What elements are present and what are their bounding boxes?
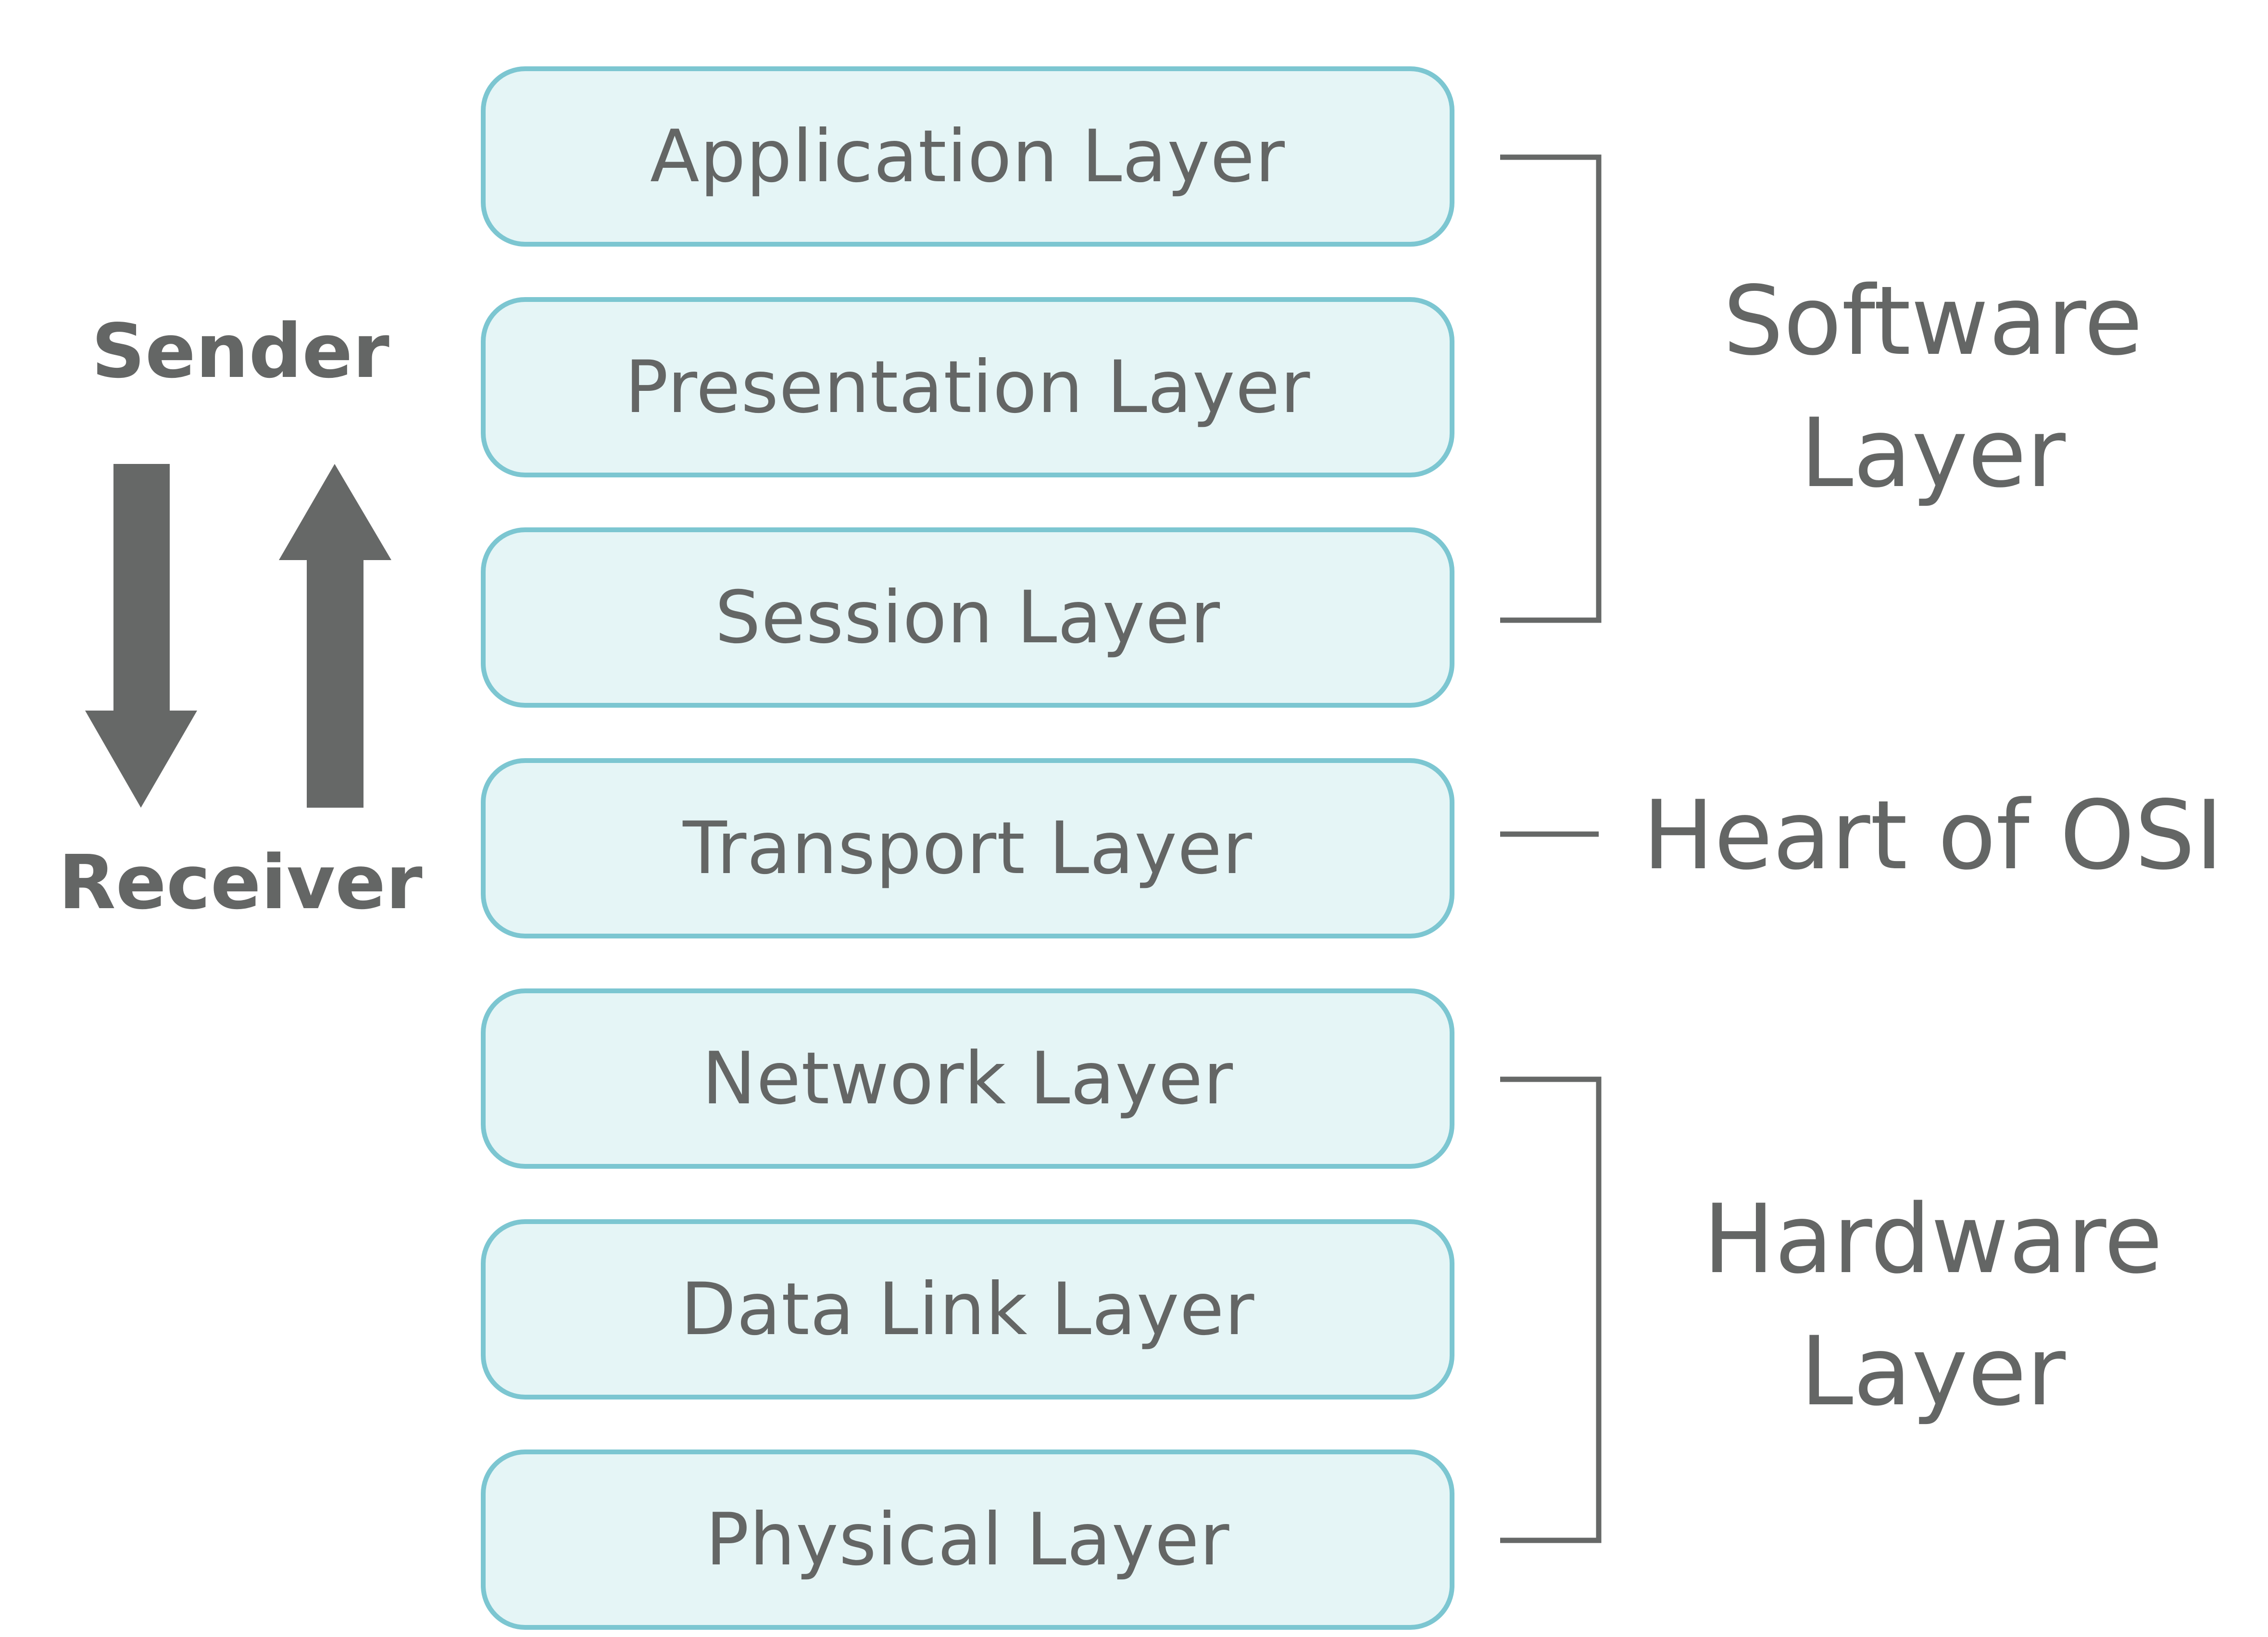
hardware-line2: Layer xyxy=(1800,1316,2066,1427)
layer-data-link: Data Link Layer xyxy=(481,1219,1454,1400)
layer-session: Session Layer xyxy=(481,527,1454,708)
software-bracket xyxy=(1500,154,1602,623)
layer-network: Network Layer xyxy=(481,988,1454,1169)
hardware-bracket xyxy=(1500,1076,1602,1543)
layer-label: Data Link Layer xyxy=(680,1267,1255,1351)
sender-label: Sender xyxy=(91,308,389,395)
heart-of-osi-label: Heart of OSI xyxy=(1620,769,2245,901)
layer-presentation: Presentation Layer xyxy=(481,297,1454,477)
software-line1: Software xyxy=(1723,265,2143,376)
layer-label: Physical Layer xyxy=(705,1498,1230,1582)
hardware-line1: Hardware xyxy=(1703,1184,2163,1295)
heart-of-osi-text: Heart of OSI xyxy=(1642,780,2223,891)
layer-label: Transport Layer xyxy=(683,806,1253,890)
software-line2: Layer xyxy=(1800,398,2066,509)
layer-label: Session Layer xyxy=(714,575,1221,660)
down-arrow-icon xyxy=(85,464,197,808)
layer-label: Network Layer xyxy=(702,1037,1234,1121)
layer-application: Application Layer xyxy=(481,66,1454,247)
layer-physical: Physical Layer xyxy=(481,1450,1454,1630)
software-layer-label: Software Layer xyxy=(1620,255,2245,519)
layer-label: Presentation Layer xyxy=(625,345,1311,429)
hardware-layer-label: Hardware Layer xyxy=(1620,1173,2245,1437)
layer-transport: Transport Layer xyxy=(481,758,1454,938)
layer-label: Application Layer xyxy=(650,114,1285,199)
receiver-label: Receiver xyxy=(58,839,423,926)
up-arrow-icon xyxy=(279,464,391,808)
